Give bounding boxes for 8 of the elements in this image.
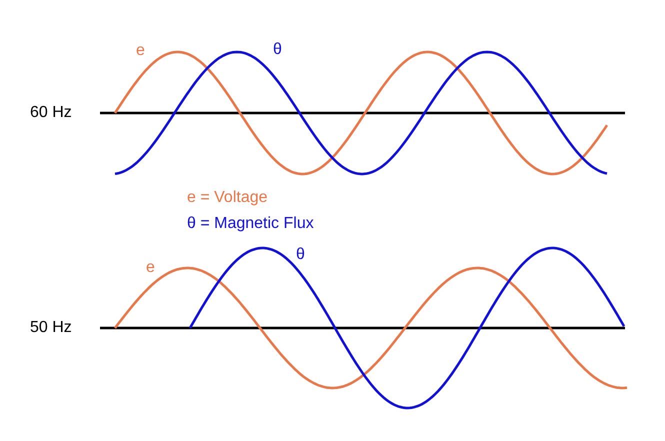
- legend-text: e = Voltage: [187, 189, 268, 207]
- variable-label: e: [136, 42, 145, 60]
- legend-text: θ = Magnetic Flux: [187, 215, 314, 233]
- variable-label: e: [146, 259, 155, 277]
- variable-label: θ: [296, 246, 305, 264]
- frequency-label: 50 Hz: [30, 319, 72, 337]
- frequency-label: 60 Hz: [30, 104, 72, 122]
- variable-label: θ: [273, 41, 282, 59]
